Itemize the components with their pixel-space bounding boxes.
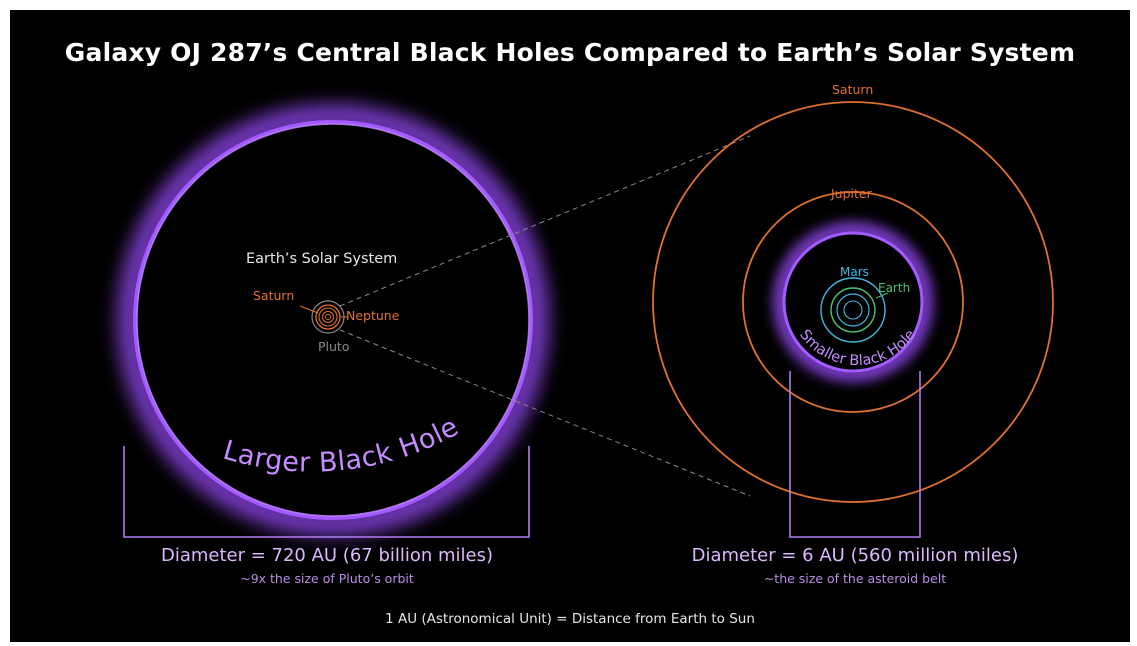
smaller-comparison-text: ~the size of the asteroid belt [763, 571, 947, 586]
larger-diameter-bracket [123, 446, 530, 538]
smaller-black-hole-panel [652, 101, 1054, 503]
pluto-inset-label: Pluto [318, 339, 350, 354]
diagram-frame: Larger Black Hole Smaller Black Hole Gal… [10, 10, 1130, 642]
diagram-canvas: Larger Black Hole Smaller Black Hole [117, 101, 1054, 538]
jupiter-orbit [742, 191, 964, 413]
page-title: Galaxy OJ 287’s Central Black Holes Comp… [64, 38, 1076, 67]
earth-orbit [830, 287, 876, 333]
jupiter-orbit-label: Jupiter [831, 186, 872, 201]
solar-system-label: Earth’s Solar System [246, 251, 398, 267]
saturn-inset-label: Saturn [253, 288, 295, 303]
neptune-inset-label: Neptune [346, 308, 400, 323]
smaller-diameter-text: Diameter = 6 AU (560 million miles) [691, 545, 1019, 566]
au-footnote: 1 AU (Astronomical Unit) = Distance from… [385, 611, 755, 627]
larger-diameter-text: Diameter = 720 AU (67 billion miles) [160, 545, 494, 566]
saturn-orbit [652, 101, 1054, 503]
mars-orbit [820, 277, 886, 343]
saturn-orbit-label: Saturn [832, 82, 874, 97]
zoom-connector-lines [339, 135, 751, 497]
smaller-diameter-bracket [789, 371, 921, 538]
earth-orbit-label: Earth [878, 281, 911, 295]
mars-orbit-label: Mars [840, 265, 869, 279]
solar-system-inset [299, 300, 348, 334]
larger-comparison-text: ~9x the size of Pluto’s orbit [240, 571, 414, 586]
